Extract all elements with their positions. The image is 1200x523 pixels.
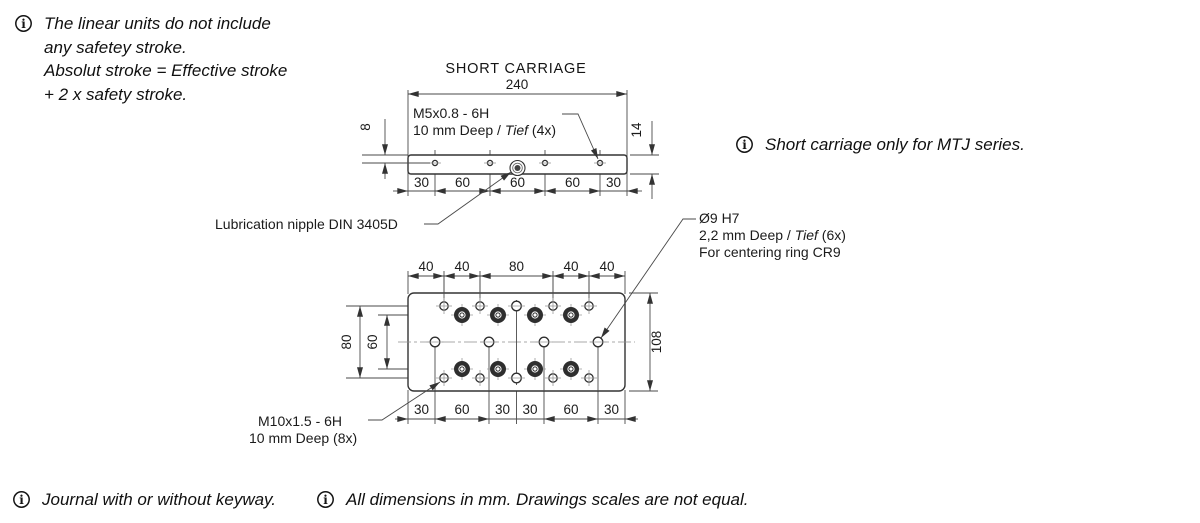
m10-thread-label: M10x1.5 - 6H 10 mm Deep (8x) [249,381,441,446]
chain-dim-label: 30 [604,402,619,417]
m5-label-line1: M5x0.8 - 6H [413,105,489,121]
m5-leader-line [562,113,599,160]
m10-label-line1: M10x1.5 - 6H [258,413,342,429]
m10-leader-line [368,381,441,421]
dim-80-label: 80 [339,334,354,349]
plan-top-chain-dimension: 40 40 80 40 40 [407,259,626,310]
note-line: + 2 x safety stroke. [44,84,188,104]
nipple-label-text: Lubrication nipple DIN 3405D [215,216,398,232]
svg-text:i: i [742,138,747,152]
note-line: Absolut stroke = Effective stroke [44,61,288,80]
note-line: any safetey stroke. [44,37,187,57]
chain-dim-label: 60 [510,175,525,190]
note-linear-units-text: The linear units do not include any safe… [44,12,287,106]
svg-text:i: i [19,493,24,507]
note-linear-units: i The linear units do not include any sa… [14,12,287,106]
note-line: The linear units do not include [44,14,271,33]
side-view-title: SHORT CARRIAGE [445,61,586,77]
chain-dim-label: 30 [495,402,510,417]
m5-thread-label: M5x0.8 - 6H 10 mm Deep / Tief (4x) [413,105,599,160]
centering-label-line1: Ø9 H7 [699,210,740,226]
centering-label: Ø9 H7 2,2 mm Deep / Tief (6x) For center… [600,210,846,339]
chain-dim-label: 60 [563,402,578,417]
dim-8-label: 8 [358,123,373,131]
lubrication-nipple [509,159,526,177]
side-depth-dimension: 8 [358,119,430,179]
chain-dim-label: 40 [418,259,433,274]
dim-240-label: 240 [506,77,529,92]
centering-label-line3: For centering ring CR9 [699,244,841,260]
note-dimensions-text: All dimensions in mm. Drawings scales ar… [346,490,749,509]
note-dimensions: i All dimensions in mm. Drawings scales … [316,488,749,512]
chain-dim-label: 40 [563,259,578,274]
chain-dim-label: 60 [454,402,469,417]
centering-label-line2: 2,2 mm Deep / Tief (6x) [699,227,846,243]
dim-60-label: 60 [365,334,380,349]
plan-view-drawing: 40 40 80 40 40 [249,210,846,446]
chain-dim-label: 30 [522,402,537,417]
chain-dim-label: 60 [455,175,470,190]
dim-108-label: 108 [649,331,664,354]
chain-dim-label: 30 [606,175,621,190]
chain-dim-label: 30 [414,402,429,417]
side-chain-dimension: 30 60 60 60 30 [393,175,642,194]
m10-label-line2: 10 mm Deep (8x) [249,430,357,446]
info-icon: i [317,491,334,508]
plan-height-dimension: 108 [629,292,664,392]
side-width-dimension: 240 [407,77,628,196]
dim-14-label: 14 [629,122,644,138]
chain-dim-label: 30 [414,175,429,190]
side-view-drawing: SHORT CARRIAGE 240 [215,61,659,232]
chain-dim-label: 60 [565,175,580,190]
chain-dim-label: 40 [599,259,614,274]
nipple-label: Lubrication nipple DIN 3405D [215,171,512,232]
plan-bottom-chain-dimension: 30 60 30 30 60 30 [395,402,638,422]
chain-dim-label: 80 [509,259,524,274]
svg-text:i: i [323,493,328,507]
side-height-dimension: 14 [629,121,659,199]
info-icon: i [15,15,32,32]
info-icon: i [736,136,753,153]
note-journal: i Journal with or without keyway. [12,488,276,512]
chain-dim-label: 40 [454,259,469,274]
m5-label-line2: 10 mm Deep / Tief (4x) [413,122,556,138]
note-short-carriage: i Short carriage only for MTJ series. [735,133,1025,157]
plan-row-dimensions: 80 60 [339,306,390,378]
svg-text:i: i [21,17,26,31]
note-short-carriage-text: Short carriage only for MTJ series. [765,135,1025,154]
centering-leader-line [600,218,696,339]
nipple-leader-line [424,171,512,225]
note-journal-text: Journal with or without keyway. [42,490,277,509]
info-icon: i [13,491,30,508]
